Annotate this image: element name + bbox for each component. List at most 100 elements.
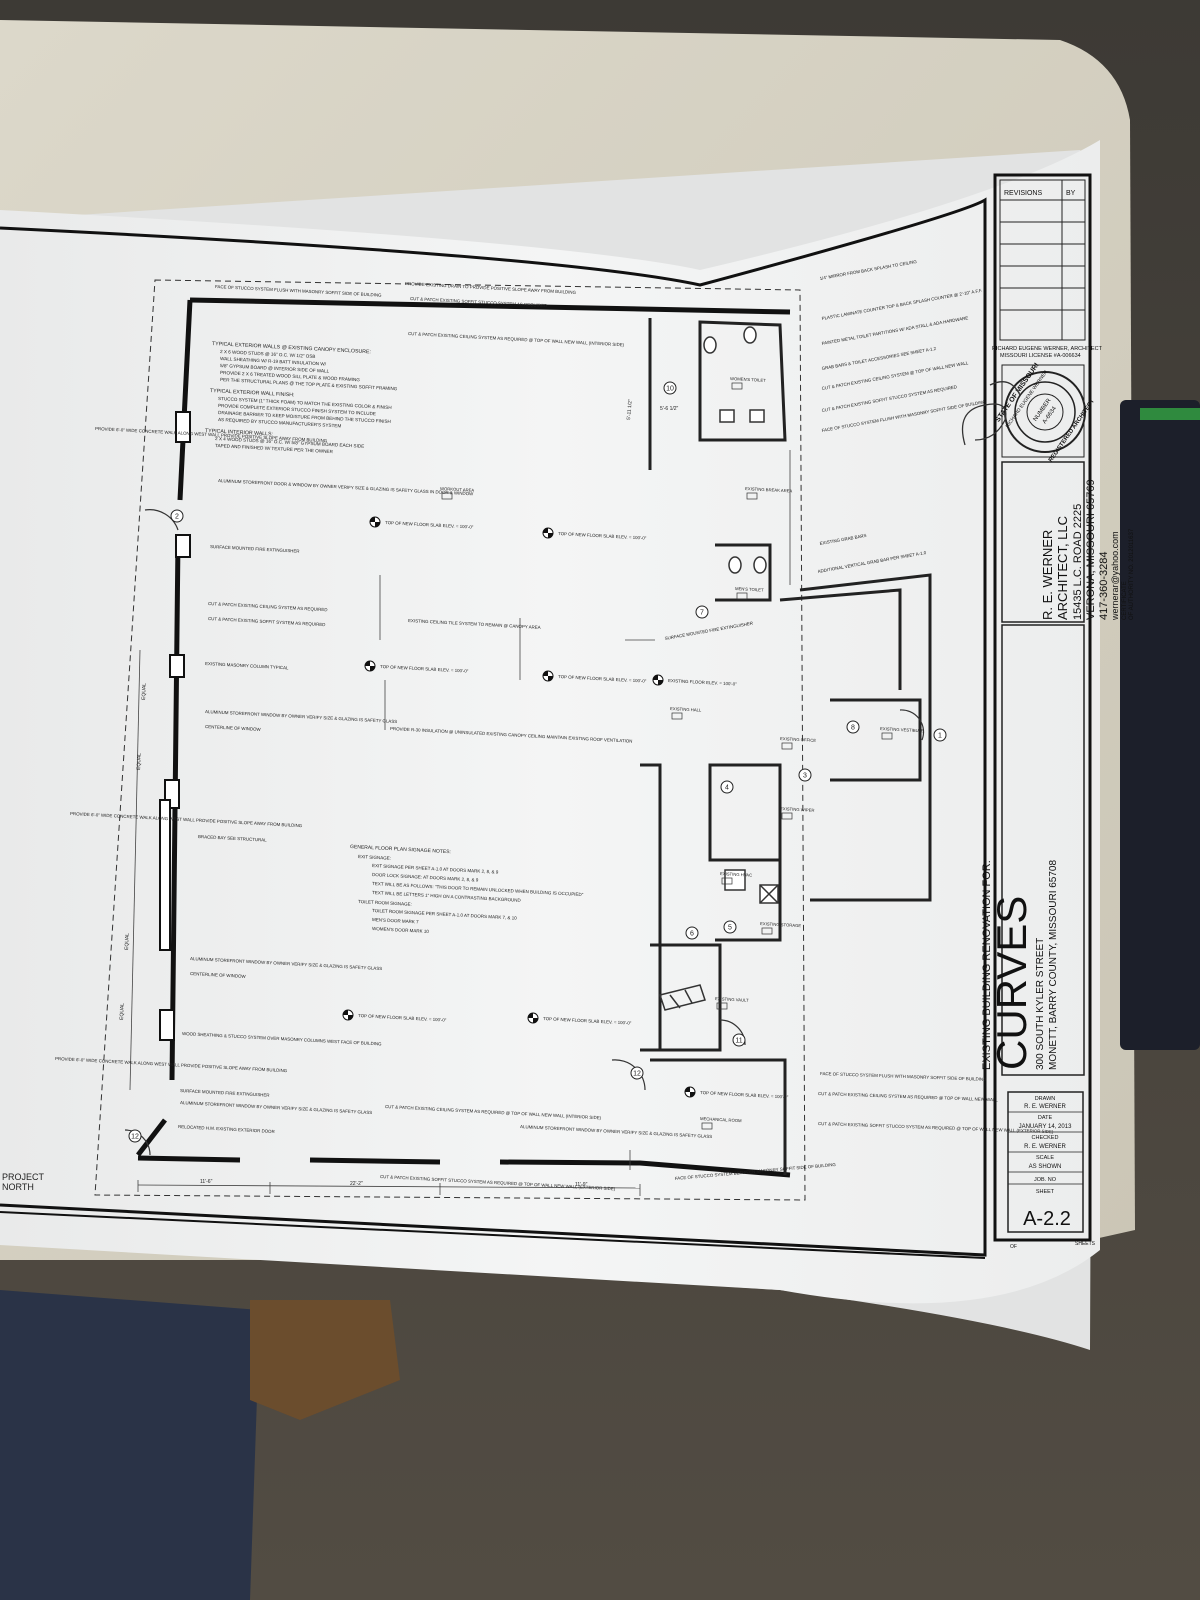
room-number-box xyxy=(746,492,758,500)
wall-note-line: WALL SHEATHING W/ R-19 BATT INSULATION W… xyxy=(220,356,327,367)
date-label: DATE xyxy=(1038,1115,1053,1121)
dimension-label: 5'-6 1/2" xyxy=(660,406,679,412)
door-mark-circle xyxy=(663,381,677,395)
exterior-wall-top xyxy=(189,297,791,315)
firm-authority-line1: CERTIFICATE xyxy=(1122,581,1128,620)
elevation-tag: TOP OF NEW FLOOR SLAB ELEV. = 100'-0" xyxy=(700,1090,789,1100)
checked-value: R. E. WERNER xyxy=(1024,1144,1066,1150)
signage-note-line: DOOR LOCK SIGNAGE: AT DOORS MARK 2, 8, &… xyxy=(372,872,479,883)
door-mark-circle xyxy=(170,509,184,523)
door-mark-number: 1 xyxy=(938,733,942,740)
room-label: WORKOUT AREA xyxy=(440,486,475,493)
firm-name-line2: ARCHITECT, LLC xyxy=(1055,516,1070,620)
left-note: CENTERLINE OF WINDOW xyxy=(205,724,262,732)
project-north-line1: PROJECT xyxy=(2,1172,45,1182)
room-number-box xyxy=(731,382,743,390)
masonry-columns xyxy=(159,411,191,1041)
elevation-symbol-fill xyxy=(365,661,375,671)
finish-notes-title: TYPICAL EXTERIOR WALL FINISH: xyxy=(210,388,295,398)
door-mark-circle xyxy=(630,1066,644,1080)
seal-license-line: MISSOURI LICENSE #A-006634 xyxy=(1000,353,1081,359)
dimension-label: 5'-11 1/2" xyxy=(626,399,634,420)
door-mark-circle xyxy=(933,728,947,742)
room-number-box xyxy=(736,592,748,600)
door-mark-number: 12 xyxy=(131,1134,139,1141)
door-mark-circle xyxy=(798,768,812,782)
project-north-line2: NORTH xyxy=(2,1182,34,1192)
elevation-tag: TOP OF NEW FLOOR SLAB ELEV. = 100'-0" xyxy=(558,531,647,541)
revisions-table xyxy=(999,179,1086,341)
elevation-tag: TOP OF NEW FLOOR SLAB ELEV. = 100'-0" xyxy=(380,664,469,674)
sheet-label: SHEET xyxy=(1036,1189,1055,1195)
firm-name-line1: R. E. WERNER xyxy=(1040,530,1055,620)
signage-note-line: EXIT SIGNAGE: xyxy=(358,854,391,861)
room-label: EXISTING HVAC xyxy=(720,871,752,878)
room-number-box xyxy=(881,732,893,740)
sheet-border-bottom xyxy=(0,1211,986,1259)
interior-walls xyxy=(640,318,932,1175)
door-mark-circle xyxy=(128,1129,142,1143)
elevation-symbol-fill xyxy=(370,517,380,527)
dimension-label: EQUAL xyxy=(136,753,143,770)
door-mark-number: 6 xyxy=(690,931,694,938)
firm-city: VERONA, MISSOURI 65769 xyxy=(1085,479,1097,620)
of-label: OF xyxy=(1010,1244,1017,1250)
door-mark-number: 4 xyxy=(725,785,729,792)
firm-email: wernerar@yahoo.com xyxy=(1110,531,1120,621)
sheet-number: A-2.2 xyxy=(1023,1208,1071,1230)
person-leg xyxy=(0,1290,260,1600)
signage-note-line: WOMEN'S DOOR MARK 10 xyxy=(372,926,430,934)
door-mark-number: 7 xyxy=(700,610,704,617)
elevation-symbol-fill xyxy=(543,671,553,681)
room-label: WOMEN'S TOILET xyxy=(730,376,766,383)
room-label: EXISTING VAULT xyxy=(715,996,749,1003)
left-note: CUT & PATCH EXISTING SOFFIT SYSTEM AS RE… xyxy=(208,616,326,627)
left-note: BRACED BAY SEE STRUCTURAL xyxy=(198,834,267,843)
project-name: CURVES xyxy=(988,896,1035,1070)
elevation-symbol-fill xyxy=(685,1087,695,1097)
firm-street: 15435 L.C. ROAD 2225 xyxy=(1072,504,1084,620)
date-value: JANUARY 14, 2013 xyxy=(1019,1124,1072,1130)
dimension-label: EQUAL xyxy=(119,1003,126,1020)
room-label: EXISTING HALL xyxy=(670,706,702,713)
room-label: MECHANICAL ROOM xyxy=(700,1116,742,1123)
dimension-label: EQUAL xyxy=(124,933,131,950)
door-mark-circle xyxy=(720,780,734,794)
door-mark-number: 8 xyxy=(851,725,855,732)
door-mark-circle xyxy=(723,920,737,934)
dimension-lines xyxy=(129,649,641,1196)
sheet-info-box xyxy=(1007,1091,1084,1233)
firm-box xyxy=(1001,461,1085,623)
scale-value: AS SHOWN xyxy=(1029,1164,1062,1170)
exterior-wall-left xyxy=(136,299,193,1157)
elevation-tag: TOP OF NEW FLOOR SLAB ELEV. = 100'-0" xyxy=(558,674,647,684)
room-number-box xyxy=(781,812,793,820)
room-label: EXISTING VESTIBULE xyxy=(880,726,924,733)
room-number-box xyxy=(701,1122,713,1130)
door-mark-number: 10 xyxy=(666,386,674,393)
door-mark-number: 5 xyxy=(728,925,732,932)
room-label: EXISTING BREAK AREA xyxy=(745,486,793,493)
room-label: EXISTING WIPER xyxy=(780,806,815,813)
sheets-label: SHEETS xyxy=(1075,1241,1096,1247)
door-mark-circle xyxy=(695,605,709,619)
firm-authority-line2: OF AUTHORITY NO. 2012011637 xyxy=(1129,528,1135,620)
right-note: CUT & PATCH EXISTING CEILING SYSTEM AS R… xyxy=(818,1091,998,1102)
left-note: SURFACE MOUNTED FIRE EXTINGUISHER xyxy=(210,544,300,554)
elevation-symbol-fill xyxy=(653,675,663,685)
door-mark-circle xyxy=(685,926,699,940)
left-note: CENTERLINE OF WINDOW xyxy=(190,971,247,979)
sheet-info-rows xyxy=(1008,1111,1083,1185)
elevation-tag: EXISTING FLOOR ELEV. = 100'-0" xyxy=(668,678,737,687)
room-number-box xyxy=(721,877,733,885)
elevation-tag: TOP OF NEW FLOOR SLAB ELEV. = 100'-0" xyxy=(358,1013,447,1023)
finish-note-line: AS REQUIRED BY STUCCO MANUFACTURER'S SYS… xyxy=(218,417,342,428)
leader-lines xyxy=(379,450,791,1170)
project-box xyxy=(1001,624,1085,1076)
job-label: JOB. NO xyxy=(1034,1177,1057,1183)
room-number-box xyxy=(761,927,773,935)
interior-notes-title: TYPICAL INTERIOR WALLS: xyxy=(205,428,273,438)
project-address-line1: 300 SOUTH KYLER STREET xyxy=(1035,938,1046,1070)
